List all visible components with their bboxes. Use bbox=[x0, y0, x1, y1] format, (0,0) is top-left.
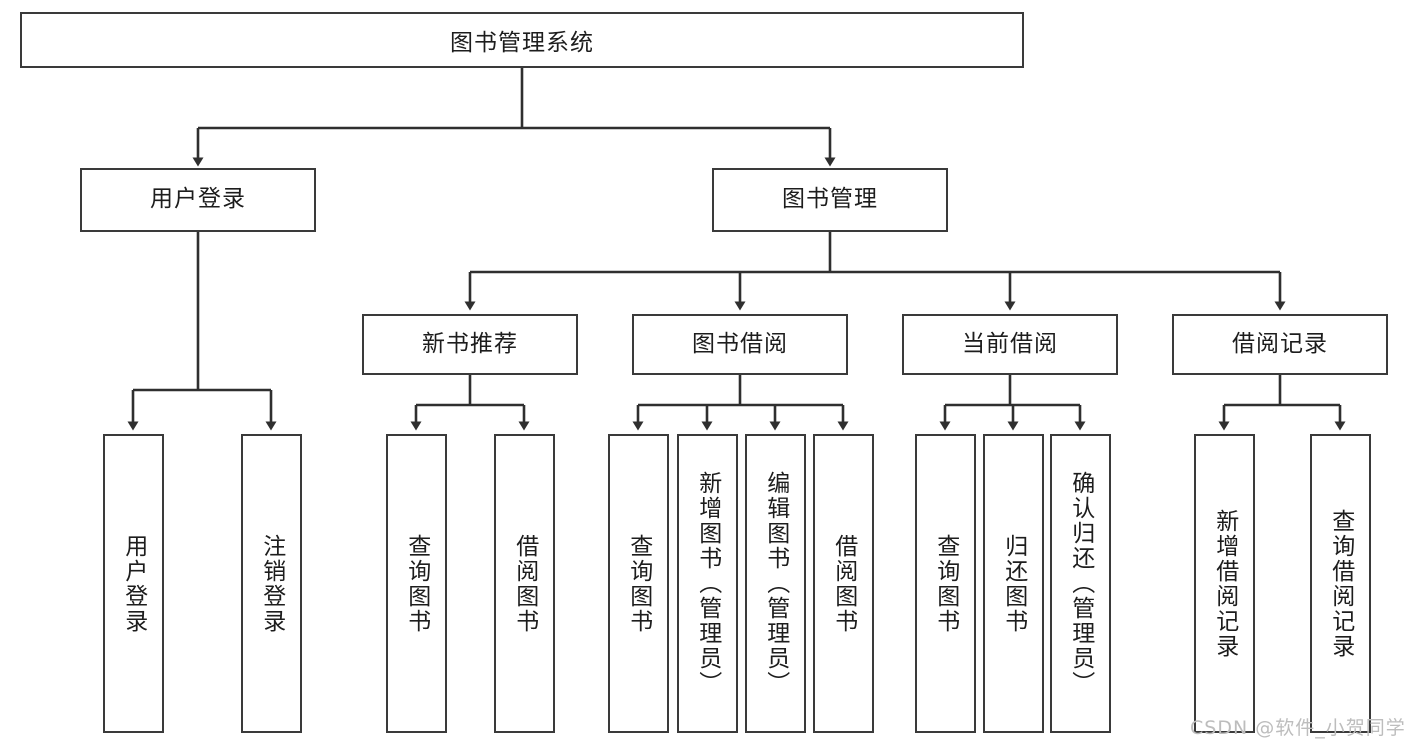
leaf-return-book[interactable]: 归还图书 bbox=[983, 434, 1044, 733]
leaf-edit-book-admin[interactable]: 编辑图书（管理员） bbox=[745, 434, 806, 733]
node-label: 新书推荐 bbox=[422, 330, 518, 357]
leaf-add-borrow-record[interactable]: 新增借阅记录 bbox=[1194, 434, 1255, 733]
node-label: 注销登录 bbox=[258, 533, 285, 634]
leaf-query-book-borrow[interactable]: 查询图书 bbox=[608, 434, 669, 733]
node-borrow-record[interactable]: 借阅记录 bbox=[1172, 314, 1388, 375]
leaf-user-login[interactable]: 用户登录 bbox=[103, 434, 164, 733]
node-root-book-management-system[interactable]: 图书管理系统 bbox=[20, 12, 1024, 68]
node-label: 查询借阅记录 bbox=[1327, 508, 1354, 659]
node-label: 图书借阅 bbox=[692, 330, 788, 357]
node-label: 图书管理系统 bbox=[450, 30, 594, 56]
node-user-login[interactable]: 用户登录 bbox=[80, 168, 316, 232]
node-label: 图书管理 bbox=[782, 186, 878, 213]
leaf-borrow-book[interactable]: 借阅图书 bbox=[813, 434, 874, 733]
csdn-watermark: CSDN @软件_小贺同学 bbox=[1190, 717, 1405, 739]
node-label: 用户登录 bbox=[120, 533, 147, 634]
leaf-add-book-admin[interactable]: 新增图书（管理员） bbox=[677, 434, 738, 733]
leaf-confirm-return-admin[interactable]: 确认归还（管理员） bbox=[1050, 434, 1111, 733]
node-label: 查询图书 bbox=[625, 533, 652, 634]
leaf-query-book-current[interactable]: 查询图书 bbox=[915, 434, 976, 733]
leaf-borrow-book-newbook[interactable]: 借阅图书 bbox=[494, 434, 555, 733]
node-label: 归还图书 bbox=[1000, 533, 1027, 634]
node-label: 新增图书（管理员） bbox=[694, 471, 721, 696]
node-label: 确认归还（管理员） bbox=[1067, 471, 1094, 696]
leaf-logout[interactable]: 注销登录 bbox=[241, 434, 302, 733]
node-label: 借阅记录 bbox=[1232, 330, 1328, 357]
node-label: 查询图书 bbox=[932, 533, 959, 634]
leaf-query-book-newbook[interactable]: 查询图书 bbox=[386, 434, 447, 733]
node-current-borrow[interactable]: 当前借阅 bbox=[902, 314, 1118, 375]
node-label: 当前借阅 bbox=[962, 330, 1058, 357]
node-label: 借阅图书 bbox=[511, 533, 538, 634]
node-label: 编辑图书（管理员） bbox=[762, 471, 789, 696]
node-label: 用户登录 bbox=[150, 186, 246, 213]
node-new-book-recommend[interactable]: 新书推荐 bbox=[362, 314, 578, 375]
node-label: 新增借阅记录 bbox=[1211, 508, 1238, 659]
node-book-management[interactable]: 图书管理 bbox=[712, 168, 948, 232]
node-label: 查询图书 bbox=[403, 533, 430, 634]
leaf-query-borrow-record[interactable]: 查询借阅记录 bbox=[1310, 434, 1371, 733]
node-book-borrow[interactable]: 图书借阅 bbox=[632, 314, 848, 375]
node-label: 借阅图书 bbox=[830, 533, 857, 634]
